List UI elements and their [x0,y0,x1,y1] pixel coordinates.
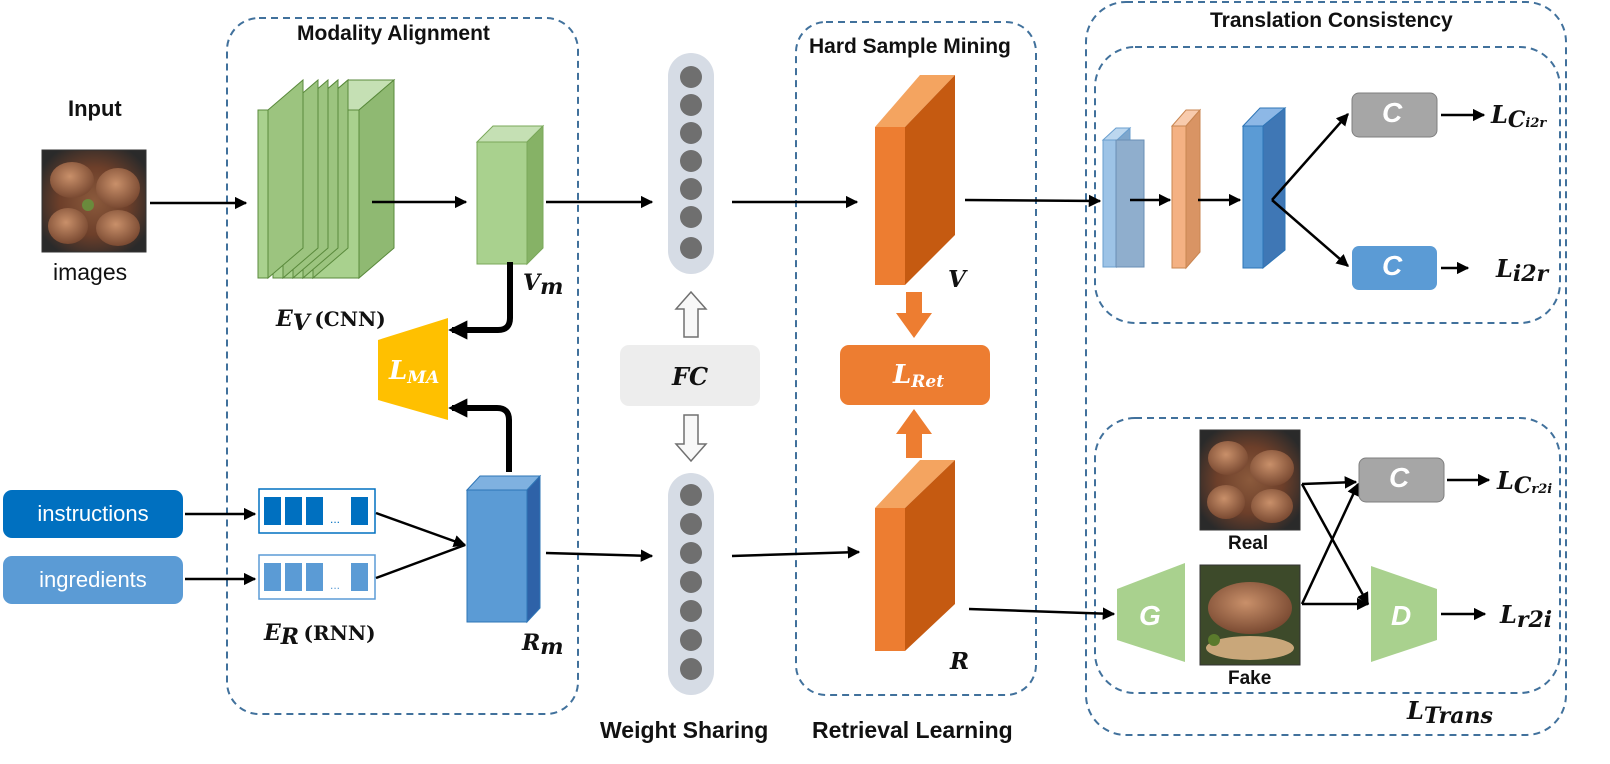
er-rnn-label: ER (RNN) [264,620,376,651]
classifier-a-label: C [1382,97,1403,128]
lcr2i-label: LCr2i [1497,466,1553,500]
instructions-pill-bg [3,490,183,538]
arrow-to-classifier-b [1271,199,1349,267]
fc-label: FC [672,362,709,391]
hard-sample-mining-frame [795,21,1037,696]
classifier-c-box [1358,457,1445,503]
real-caption: Real [1228,533,1269,554]
arrow-seq1-to-rm [375,511,467,548]
arrow-vm-to-lma [448,262,513,340]
classifier-b-label: C [1382,250,1403,281]
r2i-subframe [1094,417,1561,694]
r-embedding-block [875,460,955,651]
lci2r-label: LCi2r [1491,100,1547,134]
translation-layer-2 [1170,108,1202,270]
classifier-c-label: C [1389,462,1410,493]
arrow-r-to-generator [968,607,1116,620]
arrow-to-classifier-a [1271,113,1349,201]
lret-label: LRet [893,360,945,393]
weight-sharing-title: Weight Sharing [600,717,769,743]
r-label: R [950,648,970,675]
arrow-fake-to-classifier [1300,482,1360,605]
translation-consistency-title: Translation Consistency [1210,9,1453,32]
vm-label: Vm [523,270,564,301]
fc-box [620,345,760,406]
arrow-fc-to-r [731,546,861,559]
discriminator-shape [1371,566,1437,662]
ltrans-label: LTrans [1407,696,1493,730]
discriminator-label: D [1391,600,1412,631]
classifier-b-box [1352,246,1437,290]
input-food-image [41,149,147,253]
fake-caption: Fake [1228,668,1272,689]
modality-alignment-frame [226,17,579,715]
cnn-encoder-stack [257,78,396,280]
fc-top-neurons [668,53,714,274]
arrow-v-to-lret [896,292,932,338]
fc-up-arrow [674,290,708,338]
rm-embedding-block [465,474,542,624]
vm-embedding-block [475,124,545,266]
instruction-seq-dots: ... [330,512,341,526]
instruction-sequence [258,488,376,534]
v-label: V [948,266,966,293]
modality-alignment-title: Modality Alignment [297,22,490,45]
ingredient-seq-dots: ... [330,578,341,592]
ev-cnn-label: EV (CNN) [276,306,386,337]
lma-loss-shape [378,318,448,420]
generator-shape [1117,563,1185,662]
fc-bottom-neurons [668,473,714,695]
arrow-real-to-discriminator [1300,483,1370,606]
arrow-v-to-translation [964,194,1102,208]
ingredient-sequence [258,554,376,600]
lret-loss-box [840,345,990,405]
arrow-rm-to-fc-bottom [545,549,654,562]
v-embedding-block [875,75,955,285]
input-title: Input [68,96,122,121]
i2r-subframe [1094,46,1561,324]
fc-down-arrow [674,414,708,463]
ingredients-pill-bg [3,556,183,604]
images-caption: images [53,259,128,285]
generator-label: G [1139,600,1161,631]
hard-sample-mining-title: Hard Sample Mining [809,35,1011,58]
lma-label: LMA [389,356,440,389]
arrow-real-to-classifier [1301,476,1358,489]
rm-label: Rm [522,630,564,661]
arrow-r-to-lret [896,409,932,458]
arrow-rm-to-lma [448,398,512,472]
translation-layer-3 [1241,106,1287,270]
classifier-a-box [1351,92,1438,138]
arrow-seq2-to-rm [375,543,466,580]
retrieval-learning-title: Retrieval Learning [812,717,1013,743]
lr2i-label: Lr2i [1500,600,1553,634]
fake-food-image [1199,564,1301,666]
translation-layer-1-face [1115,139,1145,268]
real-food-image [1199,429,1301,531]
instructions-input-label: instructions [37,501,149,526]
li2r-label: Li2r [1496,254,1549,288]
ingredients-input-label: ingredients [39,567,147,592]
